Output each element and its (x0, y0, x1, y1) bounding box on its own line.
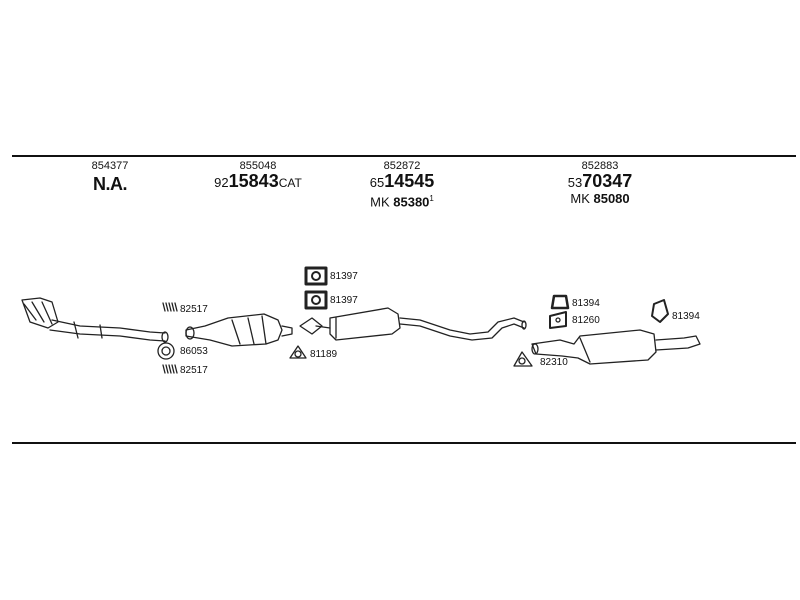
column-3-prefix: 65 (369, 175, 385, 190)
column-2-suffix: CAT (278, 176, 302, 190)
flange-81189-part (289, 345, 307, 359)
label-82310: 82310 (540, 357, 568, 368)
label-81394-right: 81394 (672, 311, 700, 322)
bottom-divider (12, 442, 796, 444)
column-3: 852872 6514545 MK 853801 (370, 160, 435, 210)
label-81397-bottom: 81397 (330, 295, 358, 306)
column-4-mk-number: 85080 (593, 191, 630, 206)
label-82517-top: 82517 (180, 304, 208, 315)
column-4-mk-label: MK (570, 191, 590, 206)
catalytic-converter-part (185, 313, 293, 347)
hanger-81394-right-part (651, 299, 669, 323)
column-3-mk-sup: 1 (429, 194, 434, 203)
label-81394-left: 81394 (572, 298, 600, 309)
clamp-82310-part (513, 351, 533, 367)
hanger-81397-bottom-part (304, 290, 328, 310)
column-2-prefix: 92 (214, 175, 229, 190)
column-3-mk-number: 85380 (393, 194, 430, 210)
hanger-81394-left-part (550, 294, 570, 310)
column-3-number: 14545 (384, 171, 435, 191)
column-1-ref: 854377 (91, 160, 129, 172)
label-81397-top: 81397 (330, 271, 358, 282)
column-4-code: 5370347 (567, 171, 633, 191)
column-4: 852883 5370347 MK 85080 (568, 160, 633, 207)
rear-silencer-part (531, 329, 701, 365)
column-1-main: N.A. (93, 174, 127, 194)
column-2: 855048 9215843CAT (214, 160, 302, 191)
column-3-mk-label: MK (370, 194, 390, 210)
label-82517-bottom: 82517 (180, 365, 208, 376)
column-4-mk: MK 85080 (568, 191, 633, 207)
column-2-code: 9215843CAT (214, 171, 302, 191)
column-4-prefix: 53 (567, 175, 583, 190)
label-86053: 86053 (180, 346, 208, 357)
column-3-ref: 852872 (383, 160, 421, 172)
hanger-81397-top-part (304, 266, 328, 286)
column-2-ref: 855048 (239, 160, 277, 172)
bracket-81260-part (549, 311, 567, 329)
spring-82517-bottom-part (162, 364, 178, 374)
column-3-mk: MK 853801 (370, 191, 435, 210)
column-2-number: 15843 (228, 171, 279, 191)
column-3-code: 6514545 (369, 171, 435, 191)
column-4-ref: 852883 (581, 160, 619, 172)
gasket-86053-part (157, 342, 175, 360)
middle-silencer-part (299, 307, 527, 341)
column-4-number: 70347 (582, 171, 633, 191)
front-pipe-part (21, 297, 169, 343)
label-81189: 81189 (310, 349, 338, 360)
spring-82517-top-part (162, 302, 178, 312)
column-1: 854377 N.A. (92, 160, 129, 195)
label-81260: 81260 (572, 315, 600, 326)
top-divider (12, 155, 796, 157)
